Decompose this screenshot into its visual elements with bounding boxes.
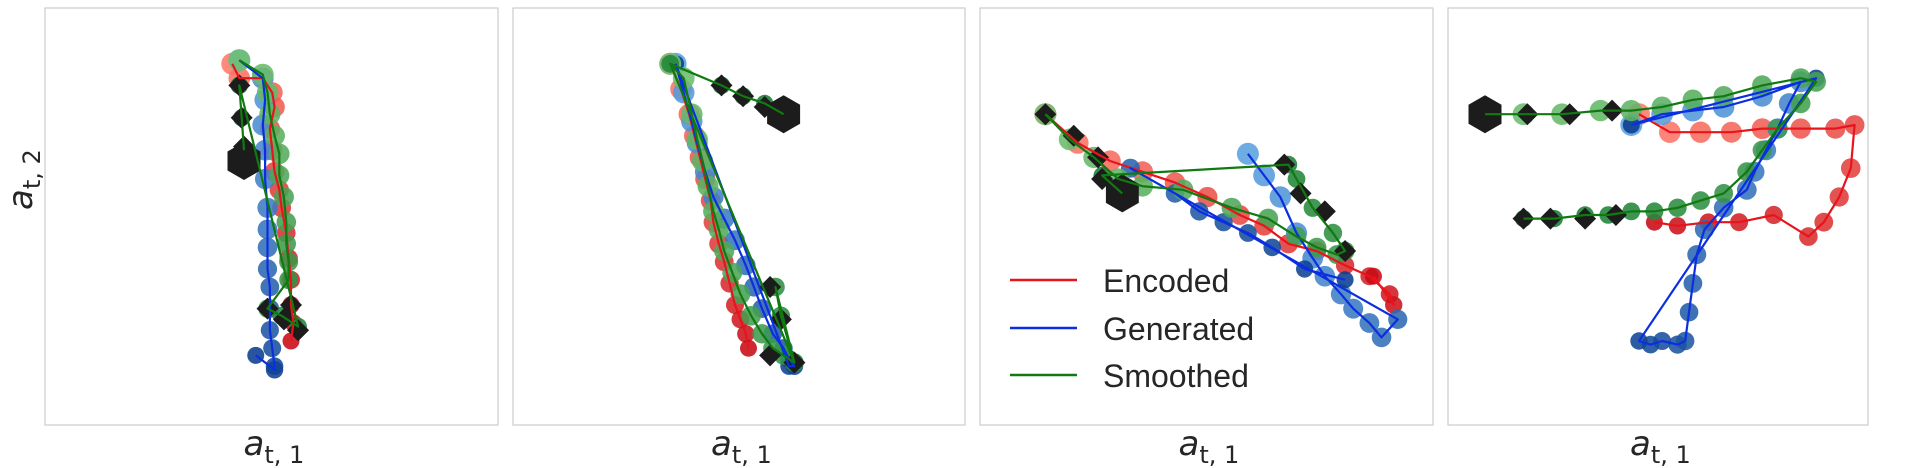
point-smoothed	[228, 49, 251, 72]
series-line-smoothed	[1044, 113, 1347, 256]
point-generated	[247, 346, 265, 364]
panels	[44, 7, 1869, 426]
x-axis-label: at, 1	[244, 424, 305, 468]
x-axis-label-sub: t, 1	[732, 441, 772, 468]
panel-1	[44, 7, 499, 426]
series-line-smoothed	[1485, 77, 1818, 220]
legend-label-generated: Generated	[1103, 311, 1254, 347]
series-line-encoded	[1044, 113, 1395, 307]
x-axis-label-main: a	[1630, 424, 1651, 464]
y-axis-label-sub: t, 2	[18, 149, 46, 189]
x-axis-label-main: a	[711, 424, 732, 464]
diamond-marker	[1574, 207, 1597, 230]
panel-4	[1447, 7, 1869, 426]
panel-2	[512, 7, 966, 426]
legend: Encoded Generated Smoothed	[1010, 263, 1254, 394]
y-axis-label-main: a	[1, 189, 41, 210]
panel-3	[979, 7, 1434, 426]
x-axis-label: at, 1	[1630, 424, 1691, 468]
y-axis-label: at, 2	[1, 149, 46, 210]
series-line-smoothed	[238, 59, 300, 328]
series-line-generated	[1129, 153, 1399, 339]
series-line-encoded	[231, 63, 295, 342]
x-axis-label: at, 1	[711, 424, 772, 468]
diamond-marker	[1604, 204, 1627, 226]
legend-label-smoothed: Smoothed	[1103, 358, 1249, 394]
panel-frame	[512, 7, 966, 426]
hexagon-end-marker	[227, 142, 261, 180]
legend-label-encoded: Encoded	[1103, 263, 1229, 299]
x-axis-label-main: a	[244, 424, 265, 464]
diamond-marker	[1289, 182, 1312, 205]
hexagon-end-marker	[1105, 174, 1139, 213]
diamond-marker	[1062, 124, 1085, 147]
series-line-smoothed	[669, 62, 796, 364]
x-axis-label-sub: t, 1	[1199, 441, 1239, 468]
series-line-encoded	[1638, 113, 1856, 238]
series-line-generated	[1630, 77, 1818, 346]
x-axis-label-main: a	[1179, 424, 1200, 464]
x-axis-label-sub: t, 1	[1651, 441, 1691, 468]
series-line-generated	[238, 59, 276, 371]
x-axis-label: at, 1	[1179, 424, 1240, 468]
x-axis-label-sub: t, 1	[264, 441, 304, 468]
